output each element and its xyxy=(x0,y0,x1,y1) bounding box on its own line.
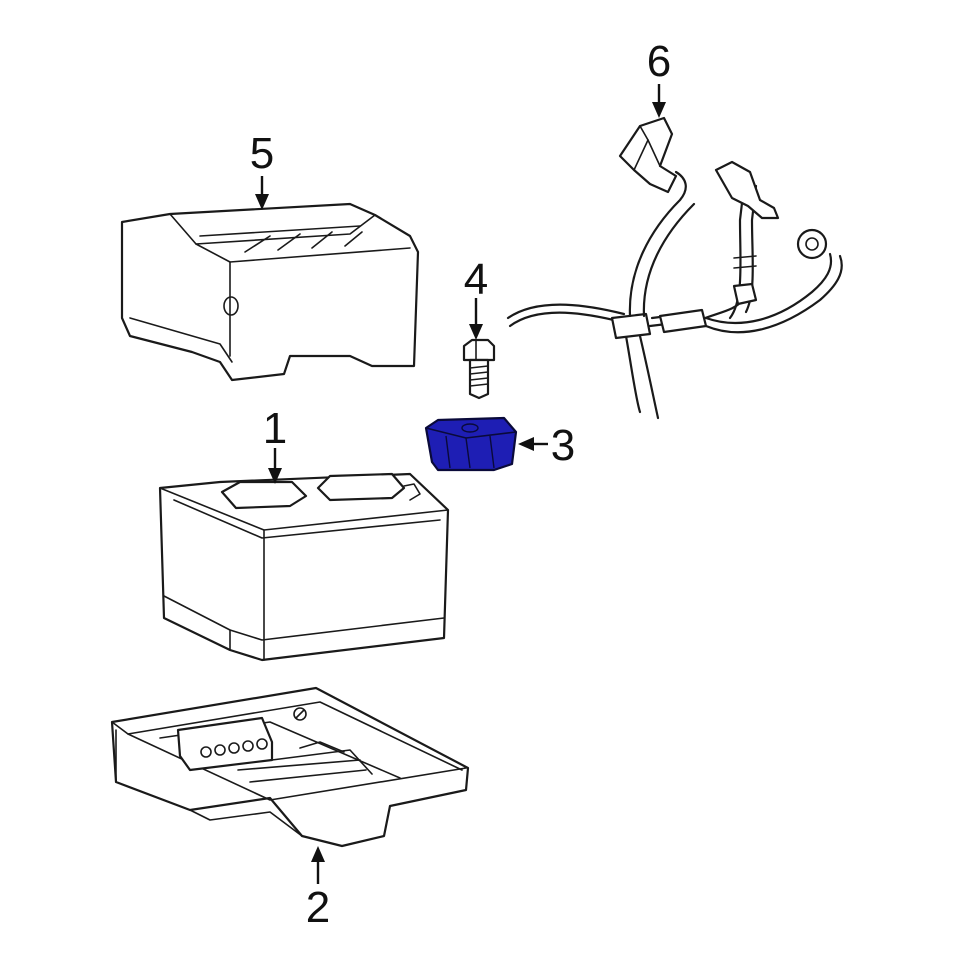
callout-number-2: 2 xyxy=(306,883,330,932)
battery-cover[interactable] xyxy=(120,202,420,382)
callout-number-6: 6 xyxy=(647,37,671,86)
hold-down-bracket[interactable] xyxy=(424,416,518,472)
callout-number-5: 5 xyxy=(250,129,274,178)
callout-2: 2 xyxy=(306,846,330,932)
callout-6: 6 xyxy=(647,37,671,118)
callout-1: 1 xyxy=(263,404,287,484)
battery[interactable] xyxy=(158,472,450,662)
callout-number-4: 4 xyxy=(464,255,488,304)
callout-3: 3 xyxy=(518,421,575,470)
battery-tray[interactable] xyxy=(110,686,470,848)
callout-5: 5 xyxy=(250,129,274,210)
battery-cable[interactable] xyxy=(506,116,843,420)
bolt[interactable] xyxy=(462,338,496,400)
callout-number-3: 3 xyxy=(551,421,575,470)
callout-4: 4 xyxy=(464,255,488,340)
callout-number-1: 1 xyxy=(263,404,287,453)
